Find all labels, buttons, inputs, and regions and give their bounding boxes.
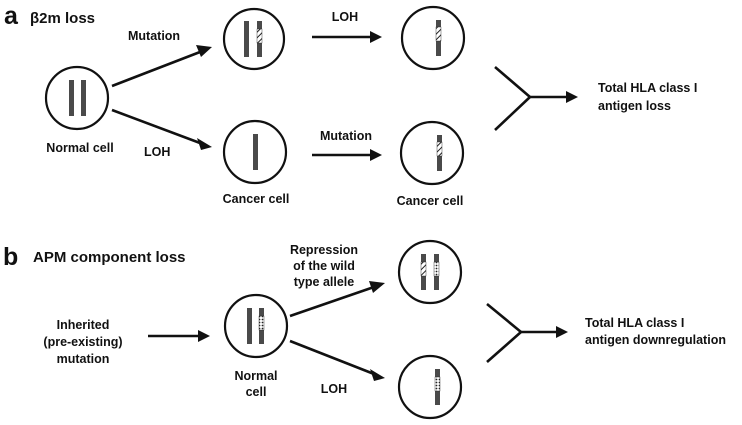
cell-outline	[399, 120, 465, 186]
cancer-cell-label-1: Cancer cell	[223, 192, 290, 206]
panel-b-letter: b	[3, 243, 18, 271]
repression-line2: of the wild	[293, 259, 355, 273]
repression-line1: Repression	[290, 243, 358, 257]
repression-line3: type allele	[294, 275, 354, 289]
loh-cell-b	[397, 354, 463, 420]
arrow-normal-to-repression	[289, 281, 385, 318]
cell-outline	[44, 65, 110, 131]
chromosome-normal	[247, 308, 252, 344]
arrow-bottom-mutation	[312, 149, 382, 161]
panel-b: b APM component loss Inherited (pre-exis…	[3, 239, 726, 420]
chromosome-normal	[81, 80, 86, 116]
normal-cell-label: Normal cell	[46, 141, 113, 155]
cell-outline	[222, 7, 286, 71]
mutation-mark	[436, 141, 443, 157]
normal-cell-b	[223, 293, 289, 359]
chromosome-normal	[69, 80, 74, 116]
panel-b-title: APM component loss	[33, 249, 186, 266]
loh-label-left: LOH	[144, 145, 170, 159]
inherited-line1: Inherited	[57, 318, 110, 332]
chromosome-normal	[244, 21, 249, 57]
panel-a-title: β2m loss	[30, 10, 95, 27]
normal-cell-b-line2: cell	[246, 385, 267, 399]
result-a-line2: antigen loss	[598, 99, 671, 113]
loh-cell-a	[222, 119, 288, 185]
cancer-cell-top-a	[400, 5, 466, 71]
cell-outline	[223, 293, 289, 359]
merge-arrow-a	[494, 66, 578, 131]
result-a-line1: Total HLA class I	[598, 81, 697, 95]
repression-mark	[420, 261, 427, 277]
panel-a-letter: a	[4, 2, 19, 30]
result-b-line1: Total HLA class I	[585, 316, 684, 330]
normal-cell-b-line1: Normal	[234, 369, 277, 383]
panel-a: a β2m loss Normal cell Mutation LOH	[4, 2, 697, 208]
mutation-label-bottom: Mutation	[320, 129, 372, 143]
loh-label-b: LOH	[321, 382, 347, 396]
loh-label-top: LOH	[332, 10, 358, 24]
inherited-line3: mutation	[57, 352, 110, 366]
mutation-mark	[434, 376, 441, 392]
mutation-mark	[433, 261, 440, 277]
result-b-line2: antigen downregulation	[585, 333, 726, 347]
merge-arrow-b	[486, 302, 568, 363]
mutation-label-top: Mutation	[128, 29, 180, 43]
inherited-line2: (pre-existing)	[43, 335, 122, 349]
repression-cell-b	[397, 239, 463, 305]
mutation-mark	[435, 26, 442, 42]
arrow-top-loh	[312, 31, 382, 43]
normal-cell-a	[44, 65, 110, 131]
mutation-mark	[258, 315, 265, 331]
mutation-mark	[256, 28, 263, 44]
cell-outline	[397, 354, 463, 420]
cancer-cell-label-2: Cancer cell	[397, 194, 464, 208]
cell-outline	[400, 5, 466, 71]
arrow-normal-to-mutation	[111, 45, 212, 88]
mutated-cell-a	[222, 7, 286, 71]
cell-outline	[397, 239, 463, 305]
cancer-cell-bottom-a	[399, 120, 465, 186]
chromosome-single	[253, 134, 258, 170]
arrow-inherited-to-normal	[148, 330, 210, 342]
arrow-normal-to-loh	[111, 108, 212, 150]
arrow-normal-to-loh-b	[289, 339, 385, 381]
